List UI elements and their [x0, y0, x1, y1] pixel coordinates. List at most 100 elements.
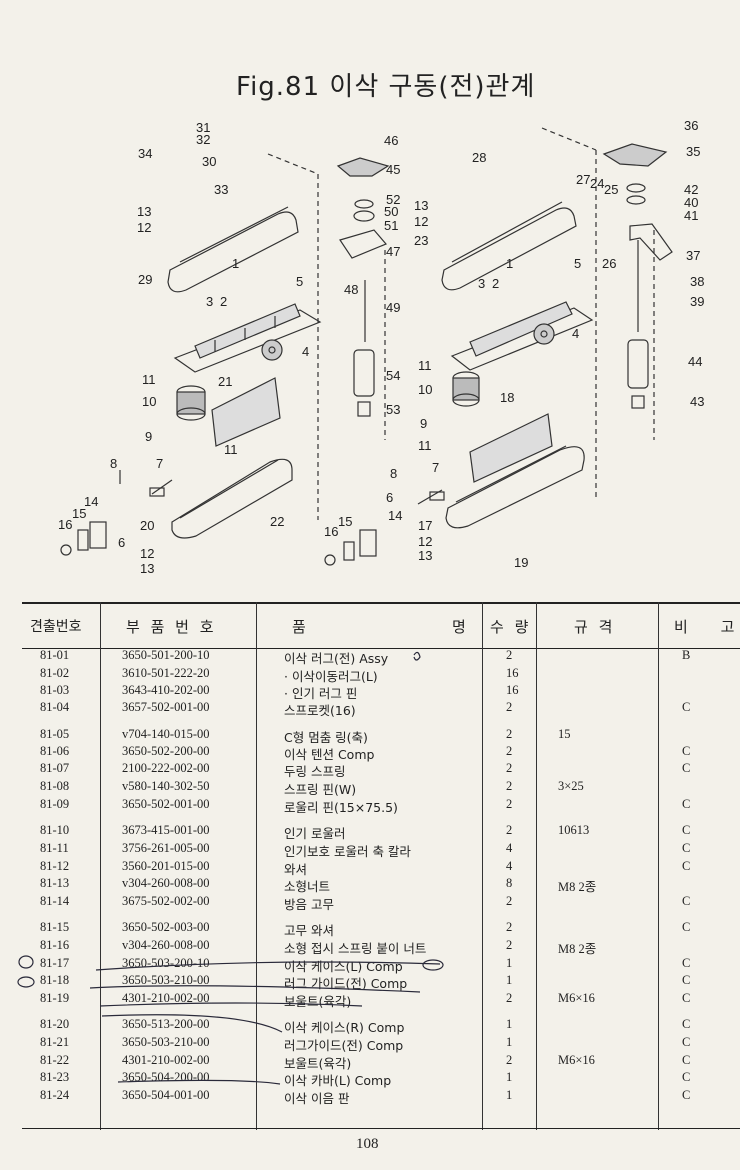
cell-remark: C	[682, 1017, 691, 1031]
right-cover-plate	[441, 201, 577, 291]
right-lug-chain	[450, 301, 594, 371]
cell-no: 81-02	[40, 666, 70, 680]
part-callout: 24	[590, 176, 604, 191]
cell-no: 81-17	[40, 956, 70, 970]
part-callout: 29	[138, 272, 152, 287]
part-callout: 3	[478, 276, 485, 291]
left-case-plate-20	[171, 458, 293, 539]
header-part-name-b: 명	[452, 618, 469, 636]
cell-name: 로울리 핀(15×75.5)	[284, 800, 398, 815]
part-callout: 37	[686, 248, 700, 263]
cell-no: 81-24	[40, 1088, 70, 1102]
header-quantity: 수 량	[490, 618, 532, 636]
part-callout: 2	[220, 294, 227, 309]
part-callout: 5	[296, 274, 303, 289]
part-callout: 53	[386, 402, 400, 417]
part-callout: 16	[58, 517, 72, 532]
cell-remark: C	[682, 1088, 691, 1102]
cell-qty: 2	[506, 727, 513, 741]
cell-qty: 2	[506, 779, 513, 793]
part-callout: 6	[118, 535, 125, 550]
part-callout: 46	[384, 133, 398, 148]
right-arm-35-37	[602, 143, 673, 409]
cell-part: 3650-503-210-00	[122, 1035, 210, 1049]
cell-name: 소형너트	[284, 879, 331, 894]
part-callout: 26	[602, 256, 616, 271]
cell-qty: 2	[506, 920, 513, 934]
cell-no: 81-23	[40, 1070, 70, 1084]
table-bottom-rule	[22, 1128, 740, 1129]
part-callout: 5	[574, 256, 581, 271]
part-callout: 15	[72, 506, 86, 521]
cell-name: 인기 로울러	[284, 826, 346, 841]
part-callout: 12	[418, 534, 432, 549]
part-callout: 54	[386, 368, 400, 383]
cell-no: 81-16	[40, 938, 70, 952]
part-callout: 40	[684, 195, 698, 210]
cell-no: 81-06	[40, 744, 70, 758]
part-callout: 44	[688, 354, 702, 369]
cell-qty: 2	[506, 744, 513, 758]
part-callout: 27	[576, 172, 590, 187]
part-callout: 34	[138, 146, 152, 161]
cell-part: 3610-501-222-20	[122, 666, 210, 680]
left-shaft-49	[336, 157, 390, 417]
part-callout: 14	[84, 494, 98, 509]
cell-part: 3560-201-015-00	[122, 859, 210, 873]
cell-qty: 2	[506, 938, 513, 952]
part-callout: 1	[232, 256, 239, 271]
part-callout: 33	[214, 182, 228, 197]
part-callout: 47	[386, 244, 400, 259]
cell-no: 81-22	[40, 1053, 70, 1067]
column-divider	[536, 602, 537, 1130]
cell-name: · 이삭이동러그(L)	[284, 669, 378, 684]
cell-spec: M6×16	[558, 1053, 595, 1067]
cell-spec: 10613	[558, 823, 590, 837]
part-callout: 21	[218, 374, 232, 389]
cell-no: 81-05	[40, 727, 70, 741]
right-roller-10	[452, 371, 480, 407]
cell-qty: 2	[506, 991, 513, 1005]
part-callout: 48	[344, 282, 358, 297]
part-callout: 28	[472, 150, 486, 165]
cell-name: C형 멈춤 링(축)	[284, 730, 368, 745]
left-sprocket-4	[261, 339, 283, 361]
left-rug-guide-21	[211, 377, 281, 447]
part-callout: 50	[384, 204, 398, 219]
cell-name: 이삭 케이스(R) Comp	[284, 1020, 405, 1035]
cell-spec: M8 2종	[558, 880, 597, 894]
part-callout: 16	[324, 524, 338, 539]
cell-spec: M8 2종	[558, 942, 597, 956]
cell-no: 81-20	[40, 1017, 70, 1031]
cell-name: 러그 가이드(전) Comp	[284, 976, 408, 991]
part-callout: 31	[196, 120, 210, 135]
part-callout: 15	[338, 514, 352, 529]
cell-remark: C	[682, 761, 691, 775]
cell-remark: C	[682, 991, 691, 1005]
part-callout: 3	[206, 294, 213, 309]
cell-part: v304-260-008-00	[122, 876, 210, 890]
cell-part: 3650-501-200-10	[122, 648, 210, 662]
part-callout: 4	[572, 326, 579, 341]
cell-part: 4301-210-002-00	[122, 991, 210, 1005]
cell-qty: 2	[506, 700, 513, 714]
part-callout: 39	[690, 294, 704, 309]
cell-part: 3650-502-200-00	[122, 744, 210, 758]
cell-no: 81-19	[40, 991, 70, 1005]
cell-part: v304-260-008-00	[122, 938, 210, 952]
cell-name: 와셔	[284, 862, 308, 877]
part-callout: 12	[140, 546, 154, 561]
